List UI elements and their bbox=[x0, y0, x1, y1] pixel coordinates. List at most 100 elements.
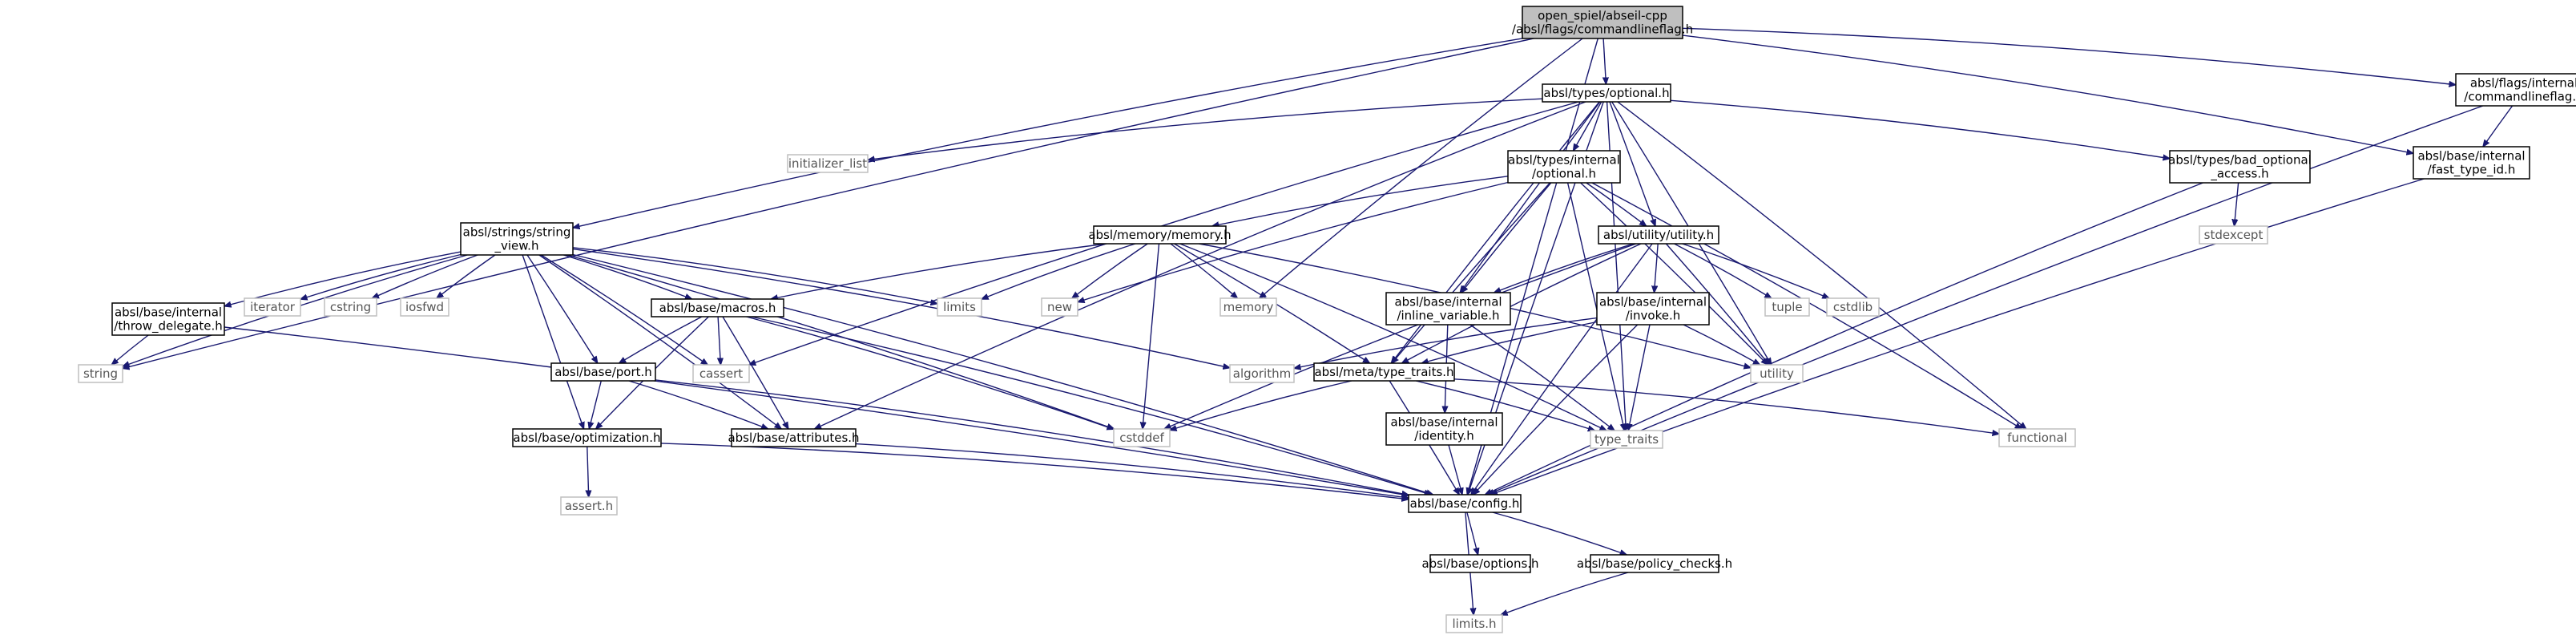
node-root[interactable]: open_spiel/abseil-cpp/absl/flags/command… bbox=[1512, 6, 1693, 39]
node-label: /fast_type_id.h bbox=[2428, 163, 2516, 178]
node-invoke[interactable]: absl/base/internal/invoke.h bbox=[1596, 292, 1710, 326]
node-label: absl/utility/utility.h bbox=[1603, 228, 1714, 242]
edge-inline_var-to-s_typetraits bbox=[1469, 324, 1615, 431]
node-s-cstddef: cstddef bbox=[1113, 428, 1171, 447]
edge-macros-to-config bbox=[751, 316, 1432, 495]
edge-meta-to-s_typetraits bbox=[1415, 380, 1594, 431]
node-label: absl/meta/type_traits.h bbox=[1314, 365, 1453, 380]
edge-optional-to-opt_internal bbox=[1574, 101, 1602, 151]
edge-utility_h-to-invoke bbox=[1655, 243, 1659, 293]
node-utility-h[interactable]: absl/utility/utility.h bbox=[1598, 225, 1719, 245]
node-opt-internal[interactable]: absl/types/internal/optional.h bbox=[1507, 150, 1621, 184]
node-label: /absl/flags/commandlineflag.h bbox=[1512, 22, 1693, 37]
edge-invoke-to-meta bbox=[1421, 321, 1598, 364]
node-optimization[interactable]: absl/base/optimization.h bbox=[512, 428, 662, 447]
node-policy[interactable]: absl/base/policy_checks.h bbox=[1577, 554, 1732, 573]
node-s-algorithm: algorithm bbox=[1229, 364, 1295, 383]
node-label: /throw_delegate.h bbox=[114, 319, 222, 334]
edge-flags_int-to-fast_type bbox=[2483, 105, 2514, 147]
node-s-iosfwd: iosfwd bbox=[400, 297, 449, 317]
node-label: absl/memory/memory.h bbox=[1088, 228, 1231, 242]
edge-string_view-to-macros bbox=[563, 254, 691, 299]
edge-opt_internal-to-inline_var bbox=[1461, 182, 1552, 293]
edge-opt_internal-to-memory_h bbox=[1212, 176, 1509, 226]
node-box bbox=[550, 362, 656, 382]
edge-opt_internal-to-meta bbox=[1392, 182, 1551, 363]
node-string-view[interactable]: absl/strings/string_view.h bbox=[460, 222, 574, 256]
node-label: absl/base/internal bbox=[115, 305, 222, 320]
edge-string_view-to-s_limits bbox=[572, 247, 937, 304]
node-box bbox=[731, 428, 857, 447]
node-label: cassert bbox=[699, 366, 743, 381]
edge-utility_h-to-config bbox=[1471, 243, 1653, 495]
edge-root-to-s_memory bbox=[1260, 38, 1583, 298]
node-label: limits bbox=[943, 300, 976, 314]
node-box bbox=[1826, 297, 1880, 317]
node-throw-del[interactable]: absl/base/internal/throw_delegate.h bbox=[111, 302, 225, 336]
edge-optional-to-s_typetraits bbox=[1606, 101, 1627, 431]
node-attributes[interactable]: absl/base/attributes.h bbox=[728, 428, 860, 447]
node-label: absl/base/options.h bbox=[1421, 556, 1538, 571]
node-label: open_spiel/abseil-cpp bbox=[1538, 9, 1667, 24]
edge-utility_h-to-s_cstddef bbox=[1164, 243, 1637, 429]
edge-utility_h-to-meta bbox=[1402, 243, 1642, 363]
edge-optional-to-inline_var bbox=[1460, 101, 1601, 293]
node-identity[interactable]: absl/base/internal/identity.h bbox=[1385, 412, 1503, 446]
node-label: absl/base/attributes.h bbox=[728, 431, 859, 445]
node-fast-type[interactable]: absl/base/internal/fast_type_id.h bbox=[2413, 146, 2530, 180]
node-memory-h[interactable]: absl/memory/memory.h bbox=[1088, 225, 1232, 245]
node-s-tuple: tuple bbox=[1764, 297, 1810, 317]
node-s-utility: utility bbox=[1750, 364, 1804, 383]
edge-config-to-policy bbox=[1492, 512, 1627, 555]
edge-macros-to-s_cstddef bbox=[746, 316, 1115, 429]
node-box bbox=[244, 297, 301, 317]
node-label: absl/base/internal bbox=[1599, 295, 1707, 309]
node-label: absl/flags/internal bbox=[2470, 76, 2576, 91]
node-box bbox=[2169, 150, 2311, 184]
edge-optional-to-attributes bbox=[815, 101, 1586, 429]
node-label: string bbox=[83, 366, 118, 381]
node-box bbox=[324, 297, 377, 317]
node-box bbox=[400, 297, 449, 317]
node-optional[interactable]: absl/types/optional.h bbox=[1542, 83, 1671, 103]
edge-identity-to-config bbox=[1448, 444, 1462, 495]
node-s-limits: limits bbox=[937, 297, 982, 317]
node-label: iosfwd bbox=[405, 300, 444, 314]
node-label: cstdlib bbox=[1833, 300, 1873, 314]
node-meta[interactable]: absl/meta/type_traits.h bbox=[1313, 362, 1455, 382]
edge-string_view-to-config bbox=[572, 253, 1433, 495]
node-box bbox=[1750, 364, 1804, 383]
node-box bbox=[460, 222, 574, 256]
node-box bbox=[692, 364, 750, 383]
node-s-functional: functional bbox=[1998, 428, 2076, 447]
node-box bbox=[1229, 364, 1295, 383]
edge-string_view-to-s_iosfwd bbox=[437, 254, 496, 298]
node-label: limits.h bbox=[1452, 617, 1496, 631]
edge-optional-to-s_cassert bbox=[749, 101, 1579, 365]
node-inline-var[interactable]: absl/base/internal/inline_variable.h bbox=[1385, 292, 1511, 326]
edge-macros-to-attributes bbox=[722, 316, 788, 429]
node-label: absl/base/macros.h bbox=[659, 301, 776, 315]
node-label: type_traits bbox=[1594, 432, 1659, 447]
node-box bbox=[1596, 292, 1710, 326]
node-box bbox=[1219, 297, 1277, 317]
node-macros[interactable]: absl/base/macros.h bbox=[651, 298, 784, 317]
node-s-cstdlib: cstdlib bbox=[1826, 297, 1880, 317]
node-bad-opt[interactable]: absl/types/bad_optional_access.h bbox=[2168, 150, 2312, 184]
node-options[interactable]: absl/base/options.h bbox=[1421, 554, 1539, 573]
edge-string_view-to-s_iterator bbox=[300, 253, 462, 300]
node-flags-int[interactable]: absl/flags/internal/commandlineflag.h bbox=[2455, 73, 2576, 107]
node-box bbox=[1507, 150, 1621, 184]
edge-attributes-to-config bbox=[855, 443, 1409, 499]
node-label: /optional.h bbox=[1532, 167, 1596, 181]
node-box bbox=[1542, 83, 1671, 103]
node-config[interactable]: absl/base/config.h bbox=[1408, 494, 1522, 513]
edge-invoke-to-s_algorithm bbox=[1294, 317, 1598, 369]
edge-optimization-to-s_asserth bbox=[587, 446, 589, 497]
node-s-stdexcept: stdexcept bbox=[2199, 225, 2268, 245]
node-s-iterator: iterator bbox=[244, 297, 301, 317]
edge-opt_internal-to-utility_h bbox=[1586, 182, 1647, 226]
node-port[interactable]: absl/base/port.h bbox=[550, 362, 656, 382]
node-box bbox=[1590, 430, 1663, 449]
